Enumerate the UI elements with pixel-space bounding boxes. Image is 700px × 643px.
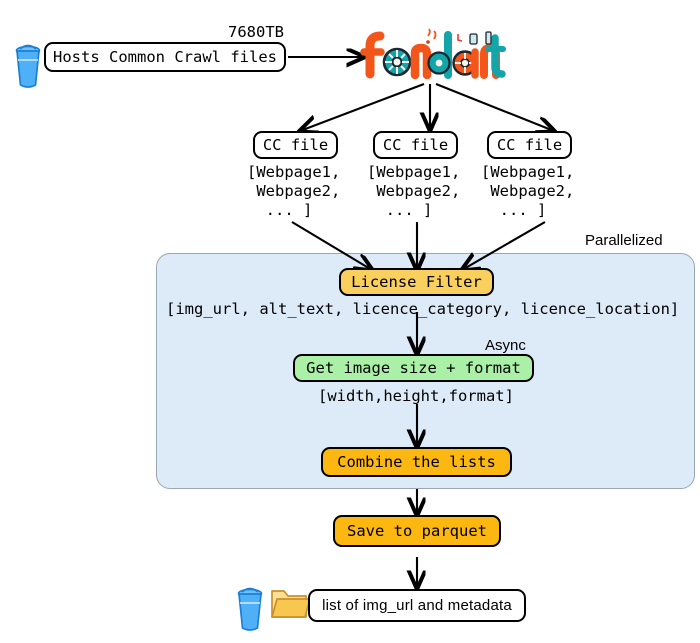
folder-icon <box>271 590 311 618</box>
fondant-logo <box>360 28 506 80</box>
combine-lists-box[interactable]: Combine the lists <box>321 447 512 477</box>
edge-label-7680tb: 7680TB <box>228 23 284 41</box>
bucket-icon <box>237 587 263 631</box>
edge-fondant-to-cc3 <box>435 83 554 131</box>
cc-file-list-1: [Webpage1, Webpage2, ... ] <box>247 163 341 219</box>
get-image-size-box[interactable]: Get image size + format <box>293 354 534 382</box>
save-to-parquet-box[interactable]: Save to parquet <box>333 515 501 547</box>
async-label: Async <box>485 337 526 354</box>
license-filter-box[interactable]: License Filter <box>339 268 494 296</box>
cc-file-list-2: [Webpage1, Webpage2, ... ] <box>367 163 461 219</box>
cc-file-box-3[interactable]: CC file <box>487 131 572 159</box>
output-list-box[interactable]: list of img_url and metadata <box>308 589 526 622</box>
hosts-common-crawl-box[interactable]: Hosts Common Crawl files <box>44 42 286 72</box>
cc-file-box-2[interactable]: CC file <box>373 131 458 159</box>
edge-fondant-to-cc1 <box>300 83 425 131</box>
parallelized-label: Parallelized <box>585 232 663 249</box>
cc-file-list-3: [Webpage1, Webpage2, ... ] <box>481 163 575 219</box>
license-filter-output: [img_url, alt_text, licence_category, li… <box>166 300 680 318</box>
get-image-size-output: [width,height,format] <box>318 387 514 405</box>
bucket-icon <box>15 44 41 88</box>
cc-file-box-1[interactable]: CC file <box>253 131 338 159</box>
